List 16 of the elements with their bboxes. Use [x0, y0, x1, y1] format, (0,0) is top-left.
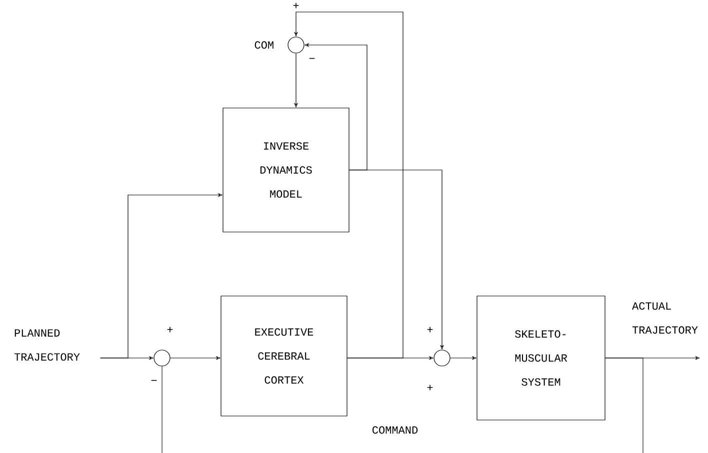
sign-label: + [427, 326, 433, 332]
process-box: SKELETO- MUSCULAR SYSTEM [476, 296, 606, 420]
sign-label: + [167, 326, 173, 332]
summing-junction [154, 350, 170, 366]
sign-label: − [151, 380, 157, 381]
process-box: EXECUTIVE CEREBRAL CORTEX [220, 296, 348, 416]
summing-junction [434, 350, 450, 366]
sign-label: − [309, 58, 315, 59]
sign-label: + [293, 2, 299, 8]
signal-label: ACTUAL TRAJECTORY [632, 302, 698, 334]
signal-label: COMMAND [372, 426, 418, 434]
process-box: INVERSE DYNAMICS MODEL [222, 108, 350, 232]
input-label: PLANNED TRAJECTORY [14, 329, 80, 361]
node-caption: COM [254, 41, 274, 49]
sign-label: + [427, 384, 433, 390]
summing-junction [288, 36, 304, 54]
